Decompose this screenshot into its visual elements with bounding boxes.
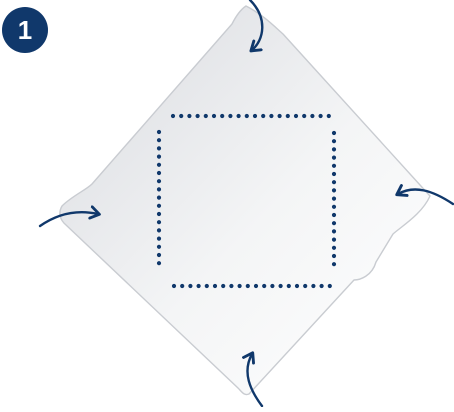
step-number: 1 [17,15,33,45]
fold-arrow-bottom-icon [242,351,264,408]
paper-sheet [59,5,431,396]
fold-arrow-right-icon [395,184,454,206]
dotted-square-outline [156,113,337,289]
fold-arrow-top-icon [248,0,264,53]
fold-arrow-left-icon [38,205,101,228]
step-number-badge: 1 [2,7,48,53]
